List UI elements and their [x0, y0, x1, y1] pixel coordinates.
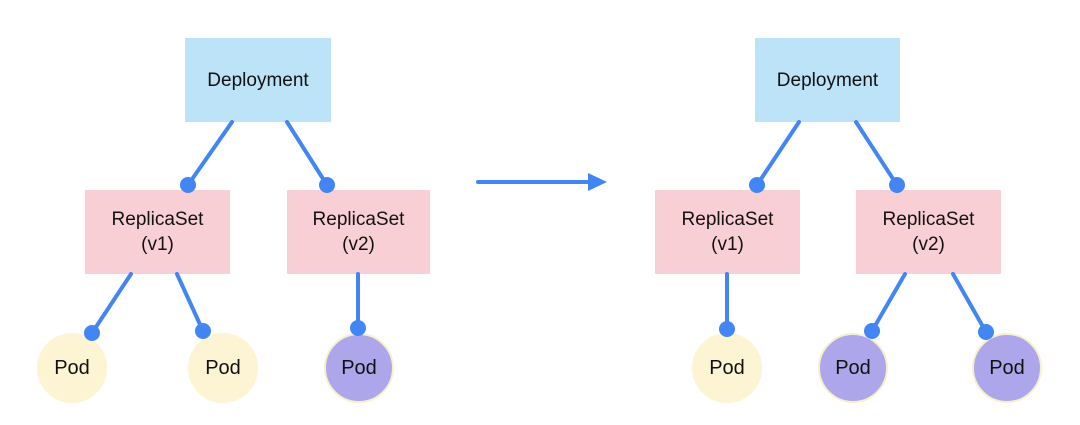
edge-before-replicaset-v2-pod-3	[350, 272, 366, 336]
pod-v1-node-before-1: Pod	[37, 333, 107, 403]
pod-v1-node-after-1: Pod	[692, 333, 762, 403]
replicaset-version: (v1)	[711, 234, 744, 255]
replicaset-name: ReplicaSet	[111, 209, 204, 230]
edge-after-replicaset-v2-pod-2	[864, 272, 907, 339]
deployment-node-after: Deployment	[755, 38, 900, 122]
edge-after-replicaset-v1-pod-1	[719, 272, 735, 337]
deployment-label: Deployment	[776, 69, 879, 91]
replicaset-version: (v2)	[342, 234, 375, 255]
pod-label: Pod	[54, 356, 90, 379]
edge-after-deployment-replicaset-v1	[749, 120, 801, 193]
replicaset-name: ReplicaSet	[882, 209, 975, 230]
edge-after-deployment-replicaset-v2	[854, 120, 905, 193]
replicaset-v1-node-before: ReplicaSet (v1)	[85, 190, 230, 274]
pod-v2-node-after-3: Pod	[972, 333, 1042, 403]
edge-before-replicaset-v1-pod-2	[175, 272, 211, 339]
edge-before-deployment-replicaset-v1	[180, 120, 234, 193]
edge-after-replicaset-v2-pod-3	[951, 272, 994, 340]
pod-v2-node-before-3: Pod	[324, 333, 394, 403]
pod-label: Pod	[341, 356, 377, 379]
replicaset-version: (v2)	[912, 234, 945, 255]
pod-label: Pod	[835, 356, 871, 379]
pod-label: Pod	[989, 356, 1025, 379]
edge-before-replicaset-v1-pod-1	[84, 272, 133, 341]
replicaset-v2-node-before: ReplicaSet (v2)	[287, 190, 430, 274]
replicaset-v1-node-after: ReplicaSet (v1)	[655, 190, 800, 274]
deployment-label: Deployment	[207, 69, 309, 91]
pod-label: Pod	[709, 356, 745, 379]
pod-label: Pod	[205, 356, 241, 379]
pod-v1-node-before-2: Pod	[188, 333, 258, 403]
deployment-node-before: Deployment	[185, 38, 331, 122]
replicaset-version: (v1)	[141, 234, 174, 255]
transition-arrow-icon	[476, 173, 607, 191]
replicaset-v2-node-after: ReplicaSet (v2)	[856, 190, 1001, 274]
replicaset-name: ReplicaSet	[312, 209, 405, 230]
edge-before-deployment-replicaset-v2	[285, 120, 335, 193]
pod-v2-node-after-2: Pod	[818, 333, 888, 403]
replicaset-name: ReplicaSet	[681, 209, 774, 230]
